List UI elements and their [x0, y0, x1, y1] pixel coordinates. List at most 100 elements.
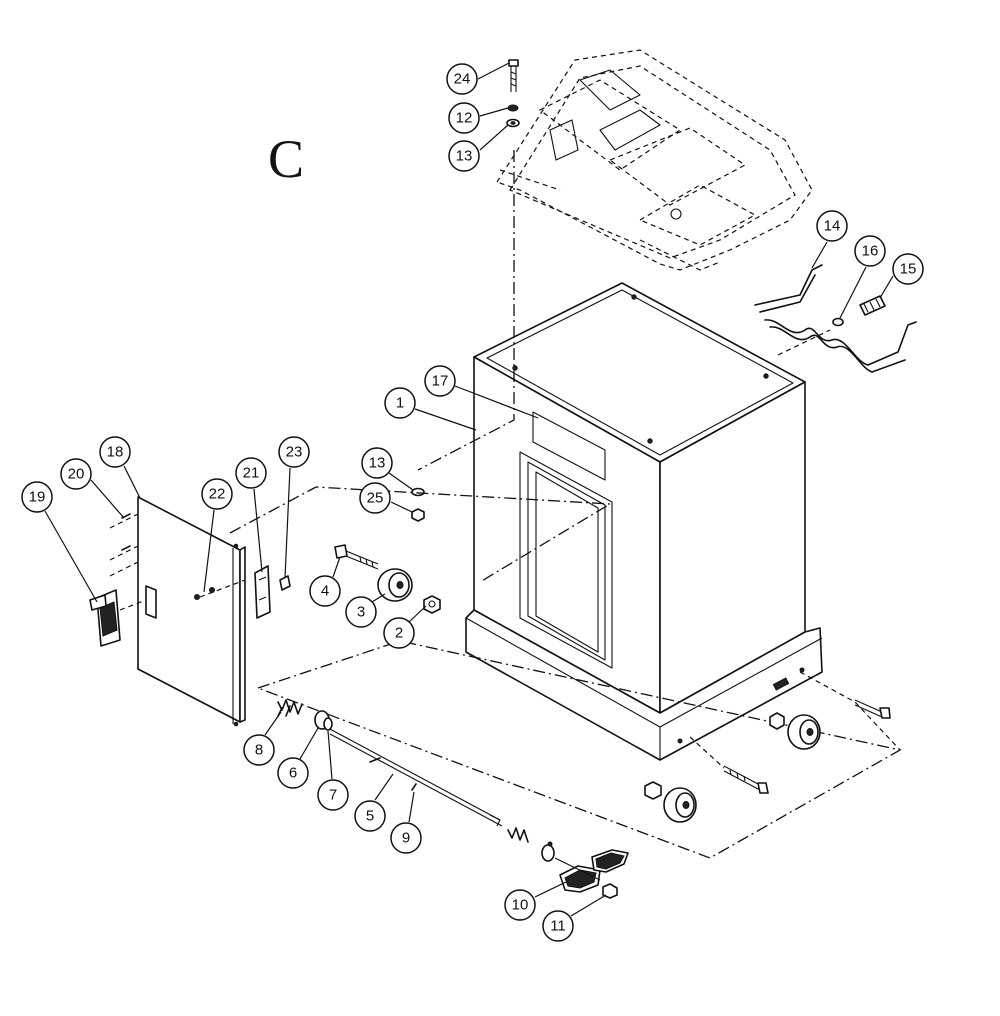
- callout-23: 23: [278, 436, 310, 579]
- callout-15: 15: [879, 253, 924, 299]
- callout-circle: [354, 800, 386, 832]
- callout-leader-line: [253, 488, 263, 573]
- callout-circle: [446, 63, 478, 95]
- callout-17: 17: [424, 365, 539, 419]
- callout-circle: [243, 734, 275, 766]
- saw-base-assembly: [496, 49, 813, 271]
- callout-number: 18: [107, 444, 124, 461]
- callout-4: 4: [309, 556, 341, 607]
- callout-3: 3: [345, 593, 386, 628]
- callout-leader-line: [90, 479, 125, 519]
- callout-number: 4: [321, 583, 329, 600]
- callout-number: 16: [862, 243, 879, 260]
- callout-leader-line: [123, 465, 141, 499]
- callout-number: 3: [357, 604, 365, 621]
- callout-number: 6: [289, 765, 297, 782]
- callout-number: 14: [824, 218, 841, 235]
- callout-leader-line: [327, 730, 333, 780]
- callout-number: 22: [209, 486, 226, 503]
- callout-circle: [448, 102, 480, 134]
- callout-10: 10: [504, 881, 567, 921]
- callout-2: 2: [383, 605, 427, 649]
- callout-number: 11: [550, 918, 566, 935]
- callout-leader-line: [390, 501, 413, 513]
- callout-22: 22: [201, 478, 233, 593]
- callout-number: 9: [402, 830, 410, 847]
- callout-circle: [854, 235, 886, 267]
- callout-leader-line: [479, 124, 509, 151]
- callout-7: 7: [317, 730, 349, 811]
- callout-leader-line: [44, 510, 98, 603]
- callout-leader-line: [388, 472, 414, 491]
- callout-number: 19: [29, 489, 46, 506]
- callout-leader-line: [299, 727, 319, 760]
- callout-13: 13: [448, 124, 509, 172]
- callout-number: 2: [395, 625, 403, 642]
- callout-5: 5: [354, 773, 394, 832]
- callout-number: 13: [369, 455, 386, 472]
- callout-number: 21: [243, 465, 260, 482]
- callout-leader-line: [408, 791, 415, 823]
- callout-number: 17: [432, 373, 449, 390]
- callout-circle: [277, 757, 309, 789]
- bolt-24: [506, 59, 520, 128]
- callout-circle: [309, 575, 341, 607]
- callout-circle: [60, 458, 92, 490]
- callout-leader-line: [203, 509, 215, 593]
- callout-number: 7: [329, 787, 337, 804]
- callout-20: 20: [60, 458, 125, 519]
- callout-11: 11: [542, 894, 607, 942]
- callout-14: 14: [811, 210, 848, 269]
- callout-circle: [21, 481, 53, 513]
- callout-leader-line: [811, 241, 828, 269]
- callout-circle: [201, 478, 233, 510]
- callout-leader-line: [839, 266, 867, 319]
- callout-number: 1: [396, 395, 404, 412]
- locking-bracket-14: [754, 264, 917, 373]
- callout-circle: [235, 457, 267, 489]
- callout-leader-line: [284, 467, 291, 579]
- callout-25: 25: [359, 482, 413, 514]
- callout-9: 9: [390, 791, 422, 854]
- callout-number: 25: [367, 490, 384, 507]
- callout-leader-line: [479, 107, 509, 117]
- callout-number: 20: [68, 466, 85, 483]
- callout-19: 19: [21, 481, 98, 603]
- callout-leader-line: [534, 881, 567, 898]
- callout-13: 13: [361, 447, 414, 491]
- callout-circle: [892, 253, 924, 285]
- callout-number: 24: [454, 71, 471, 88]
- callout-circle: [359, 482, 391, 514]
- foot-pedal-10: [554, 849, 629, 899]
- callout-circle: [448, 140, 480, 172]
- callout-number: 13: [456, 148, 473, 165]
- callout-leader-line: [374, 773, 394, 801]
- callout-circle: [99, 436, 131, 468]
- caster-3: [334, 544, 441, 614]
- callout-circle: [384, 387, 416, 419]
- callout-circle: [390, 822, 422, 854]
- callout-6: 6: [277, 727, 319, 789]
- callout-circle: [542, 910, 574, 942]
- callout-circle: [383, 617, 415, 649]
- callout-circle: [504, 889, 536, 921]
- callout-leader-line: [408, 605, 427, 623]
- callout-18: 18: [99, 436, 141, 499]
- door-panel-18: [89, 496, 246, 727]
- callout-circle: [424, 365, 456, 397]
- base-casters: [644, 671, 901, 823]
- callout-number: 5: [366, 808, 374, 825]
- callout-12: 12: [448, 102, 509, 134]
- callout-number: 23: [286, 444, 303, 461]
- callout-leader-line: [570, 894, 607, 917]
- callout-circle: [345, 596, 377, 628]
- section-letter: C: [268, 129, 304, 189]
- cabinet-stand: [465, 282, 823, 761]
- callout-circle: [361, 447, 393, 479]
- nut-25: [411, 487, 425, 522]
- callout-21: 21: [235, 457, 267, 573]
- callout-leader-line: [477, 62, 510, 80]
- callout-number: 10: [512, 897, 529, 914]
